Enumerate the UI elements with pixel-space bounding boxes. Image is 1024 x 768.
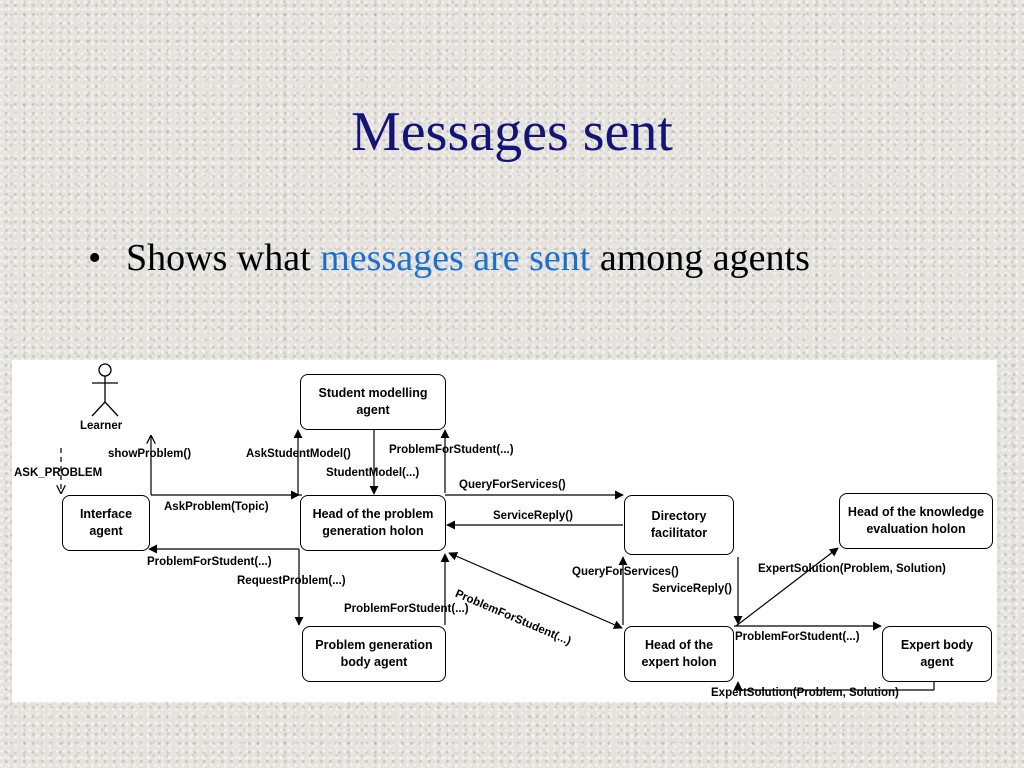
msg-query-for-services-2: QueryForServices() — [572, 566, 679, 578]
expert-solution-up-arrow — [735, 547, 839, 627]
msg-problem-for-student-3: ProblemForStudent(...) — [344, 603, 469, 615]
msg-ask-problem-topic: AskProblem(Topic) — [164, 501, 269, 513]
msg-ask-student-model: AskStudentModel() — [246, 448, 351, 460]
msg-request-problem: RequestProblem(...) — [237, 575, 346, 587]
learner-label: Learner — [80, 420, 123, 432]
collaboration-diagram: Learner Student modelling agent Interfac… — [12, 360, 997, 702]
bullet-icon: • — [88, 237, 102, 279]
node-head-knowledge-evaluation-holon: Head of the knowledge evaluation holon — [839, 493, 993, 549]
msg-expert-solution-1: ExpertSolution(Problem, Solution) — [758, 563, 946, 575]
msg-show-problem: showProblem() — [108, 448, 192, 460]
msg-ask-problem: ASK_PROBLEM — [14, 467, 103, 479]
bullet-prefix: Shows what — [126, 237, 321, 279]
node-student-modelling-agent: Student modelling agent — [300, 374, 446, 430]
problem-for-student-diagonal-arrow — [448, 552, 623, 629]
bullet-suffix: among agents — [590, 237, 810, 279]
node-expert-body-agent: Expert body agent — [882, 626, 992, 682]
bullet-text: Shows what messages are sent among agent… — [126, 232, 866, 284]
msg-student-model: StudentModel(...) — [326, 467, 420, 479]
msg-problem-for-student-4: ProblemForStudent(...) — [735, 631, 860, 643]
bullet-highlight: messages are sent — [320, 237, 591, 279]
msg-problem-for-student-2: ProblemForStudent(...) — [147, 556, 272, 568]
learner-figure-icon — [91, 363, 119, 417]
diagram-connectors — [12, 363, 935, 691]
node-directory-facilitator: Directory facilitator — [624, 495, 734, 555]
msg-service-reply-2: ServiceReply() — [652, 583, 732, 595]
node-problem-generation-body-agent: Problem generation body agent — [302, 626, 446, 682]
slide-title: Messages sent — [351, 101, 673, 163]
node-head-expert-holon: Head of the expert holon — [624, 626, 734, 682]
msg-problem-for-student-1: ProblemForStudent(...) — [389, 444, 514, 456]
node-head-problem-generation-holon: Head of the problem generation holon — [300, 495, 446, 551]
msg-service-reply-1: ServiceReply() — [493, 510, 573, 522]
node-interface-agent: Interface agent — [62, 495, 150, 551]
msg-query-for-services-1: QueryForServices() — [459, 479, 566, 491]
msg-expert-solution-2: ExpertSolution(Problem, Solution) — [711, 687, 899, 699]
